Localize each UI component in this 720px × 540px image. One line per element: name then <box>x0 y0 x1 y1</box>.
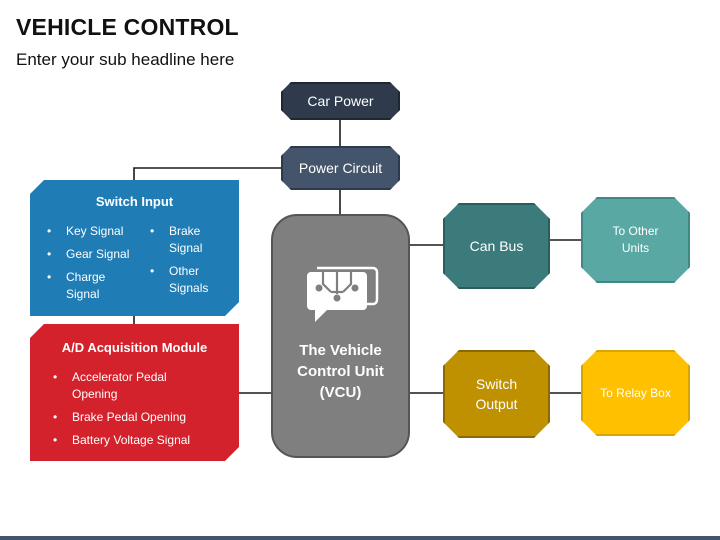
bullet-dot: • <box>47 247 52 261</box>
list-item-label: Gear Signal <box>66 247 130 261</box>
circuit-chat-icon <box>307 266 379 322</box>
list-item-label: Brake Signal <box>169 224 203 255</box>
power-circuit-node: Power Circuit <box>281 146 400 190</box>
switch-input-title: Switch Input <box>95 194 174 209</box>
switch-input-list-left: • Key Signal • Gear Signal • Charge Signal <box>44 223 144 309</box>
switch-output-label: Switch Output <box>475 376 518 412</box>
can-bus-label: Can Bus <box>469 238 524 254</box>
vcu-node: The Vehicle Control Unit (VCU) <box>271 214 410 458</box>
vcu-label: The Vehicle Control Unit (VCU) <box>297 342 384 401</box>
ad-acquisition-list: • Accelerator Pedal Opening • Brake Pedal … <box>50 369 235 455</box>
bullet-dot: • <box>150 224 155 238</box>
list-item: • Charge Signal <box>44 269 126 303</box>
list-item-label: Brake Pedal Opening <box>72 410 187 424</box>
car-power-node: Car Power <box>281 82 400 120</box>
to-relay-box-label: To Relay Box <box>600 386 671 400</box>
bullet-dot: • <box>47 270 52 284</box>
line-powercircuit-switchinput <box>133 167 281 182</box>
bullet-dot: • <box>53 410 58 424</box>
bullet-dot: • <box>47 224 52 238</box>
to-other-units-node: To Other Units <box>581 197 690 283</box>
ad-acquisition-panel: A/D Acquisition Module • Accelerator Peda… <box>30 324 239 461</box>
list-item-label: Charge Signal <box>66 270 106 301</box>
list-item: • Key Signal <box>44 223 144 240</box>
list-item: • Battery Voltage Signal <box>50 432 235 449</box>
bullet-dot: • <box>150 264 155 278</box>
car-power-label: Car Power <box>307 93 374 109</box>
list-item-label: Other Signals <box>169 264 209 295</box>
list-item-label: Accelerator Pedal Opening <box>72 370 167 401</box>
switch-input-list-right: • Brake Signal • Other Signals <box>147 223 237 303</box>
list-item: • Gear Signal <box>44 246 144 263</box>
to-relay-box-node: To Relay Box <box>581 350 690 436</box>
list-item-label: Battery Voltage Signal <box>72 433 191 447</box>
switch-input-panel: Switch Input • Key Signal • Gear Signal • C… <box>30 180 239 316</box>
list-item: • Accelerator Pedal Opening <box>50 369 190 403</box>
list-item: • Brake Pedal Opening <box>50 409 235 426</box>
to-other-units-label: To Other Units <box>612 224 659 255</box>
bottom-accent-bar <box>0 536 720 540</box>
can-bus-node: Can Bus <box>443 203 550 289</box>
bullet-dot: • <box>53 433 58 447</box>
page-subtitle: Enter your sub headline here <box>16 50 235 69</box>
page-title: VEHICLE CONTROL <box>16 14 239 40</box>
ad-acquisition-title: A/D Acquisition Module <box>61 340 208 355</box>
list-item: • Other Signals <box>147 263 221 297</box>
power-circuit-label: Power Circuit <box>298 160 383 176</box>
list-item: • Brake Signal <box>147 223 217 257</box>
switch-output-node: Switch Output <box>443 350 550 438</box>
list-item-label: Key Signal <box>66 224 124 238</box>
bullet-dot: • <box>53 370 58 384</box>
